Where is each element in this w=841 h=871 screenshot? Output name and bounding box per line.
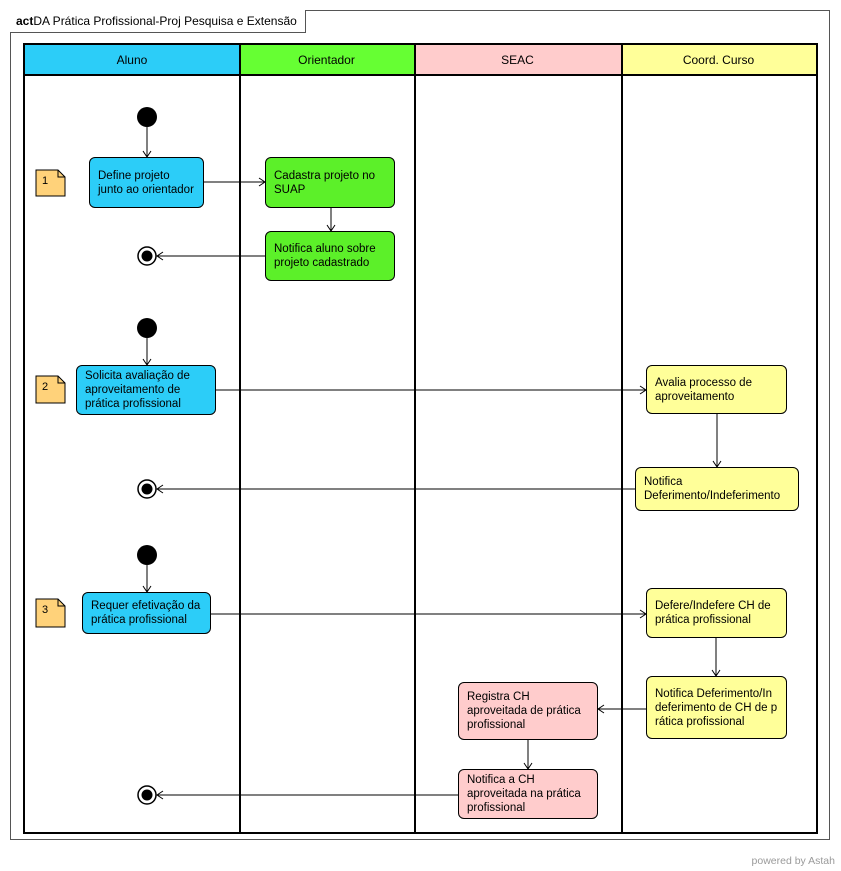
action-label: Solicita avaliação de aproveitamento de … (85, 370, 190, 410)
action-label: Requer efetivação da prática profissiona… (91, 600, 201, 626)
lane-header-seac: SEAC (414, 45, 621, 76)
action-notifica-deferimento[interactable]: Notifica Deferimento/Indeferimento (635, 467, 799, 511)
action-label: Notifica Deferimento/Indeferimento (644, 476, 781, 502)
action-label: Cadastra projeto no SUAP (274, 169, 376, 196)
action-defere-indefere[interactable]: Defere/Indefere CH de prática profission… (646, 588, 787, 638)
action-label: Notifica a CH aproveitada na prática pro… (467, 774, 581, 814)
swimlane-partition: Aluno Orientador SEAC Coord. Curso (23, 43, 818, 834)
action-label: Registra CH aproveitada de prática profi… (467, 691, 581, 731)
activity-frame (10, 10, 830, 840)
action-define-projeto[interactable]: Define projeto junto ao orientador (89, 157, 204, 208)
action-notifica-deferimento-ch[interactable]: Notifica Deferimento/Indeferimento de CH… (646, 676, 787, 739)
lane-header-coord-curso: Coord. Curso (621, 45, 816, 76)
note-1: 1 (36, 170, 65, 197)
action-avalia-processo[interactable]: Avalia processo de aproveitamento (646, 365, 787, 414)
action-cadastra-projeto[interactable]: Cadastra projeto no SUAP (265, 157, 395, 208)
note-label: 2 (42, 381, 49, 393)
note-2: 2 (36, 376, 65, 403)
lane-header-orientador: Orientador (239, 45, 414, 76)
lane-divider (414, 45, 416, 832)
lane-divider (239, 45, 241, 832)
action-label: Notifica Deferimento/Indeferimento de CH… (655, 687, 778, 728)
lane-header-aluno: Aluno (25, 45, 239, 76)
action-notifica-aluno[interactable]: Notifica aluno sobre projeto cadastrado (265, 231, 395, 281)
frame-title-tab: actDA Prática Profissional-Proj Pesquisa… (10, 10, 306, 33)
action-label: Notifica aluno sobre projeto cadastrado (274, 243, 376, 269)
frame-title: DA Prática Profissional-Proj Pesquisa e … (33, 14, 297, 28)
astah-watermark: powered by Astah (751, 855, 835, 867)
action-label: Defere/Indefere CH de prática profission… (655, 600, 771, 626)
note-label: 3 (42, 604, 49, 616)
action-label: Define projeto junto ao orientador (98, 169, 194, 196)
action-requer-efetivacao[interactable]: Requer efetivação da prática profissiona… (82, 592, 211, 634)
lane-divider (621, 45, 623, 832)
action-notifica-ch[interactable]: Notifica a CH aproveitada na prática pro… (458, 769, 598, 819)
action-solicita-avaliacao[interactable]: Solicita avaliação de aproveitamento de … (76, 365, 216, 415)
action-registra-ch[interactable]: Registra CH aproveitada de prática profi… (458, 682, 598, 740)
frame-keyword: act (16, 14, 34, 28)
note-3: 3 (36, 599, 65, 626)
action-label: Avalia processo de aproveitamento (655, 376, 752, 403)
note-label: 1 (42, 175, 49, 187)
